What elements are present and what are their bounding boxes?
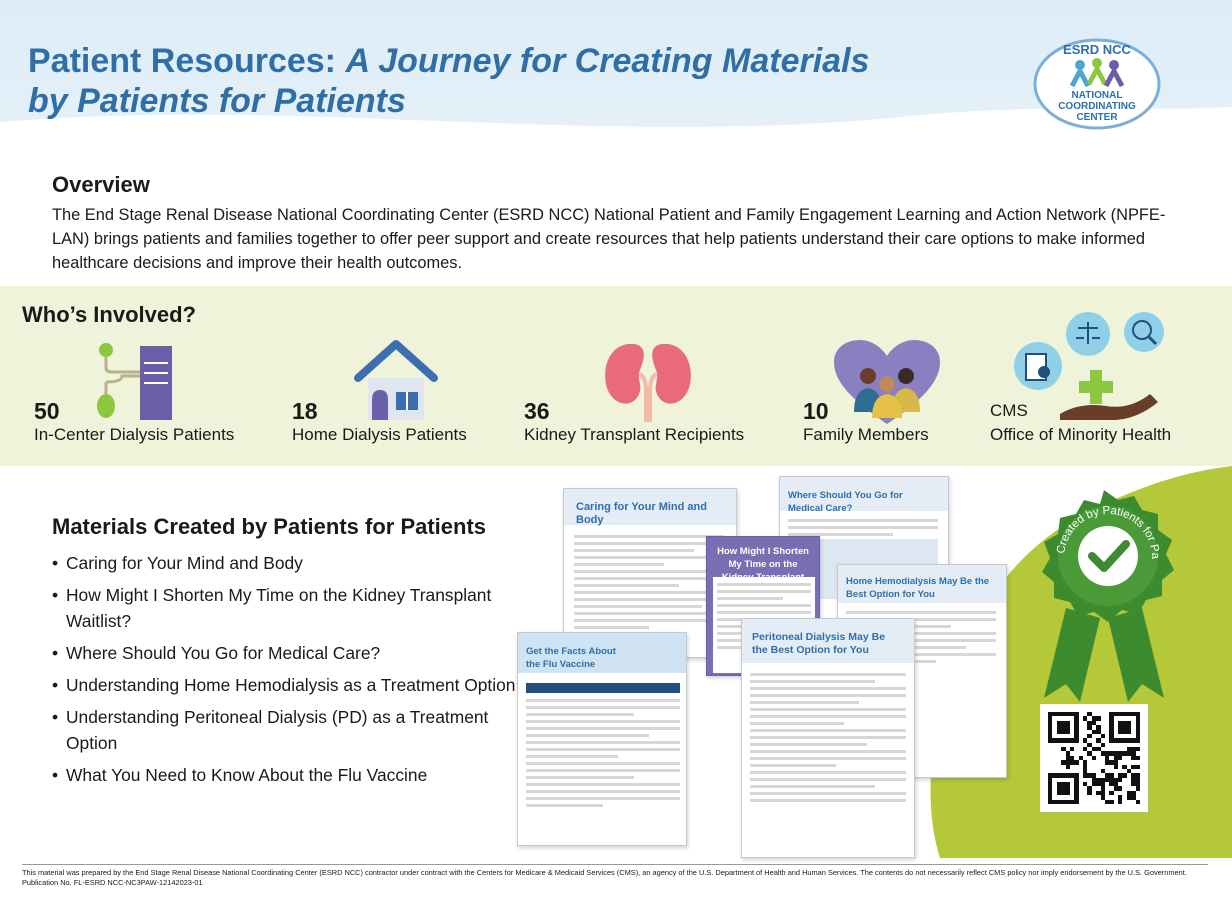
overview-section: Overview The End Stage Renal Disease Nat… — [52, 172, 1192, 275]
created-by-patients-badge: Created by Patients for Patients — [1016, 488, 1174, 702]
whos-involved-section: Who’s Involved? — [0, 286, 1232, 466]
stat-number: 36 — [524, 398, 550, 424]
stat-kidney-transplant: 36 Kidney Transplant Recipients — [524, 398, 744, 446]
overview-heading: Overview — [52, 172, 150, 197]
qr-code-pattern — [1048, 712, 1140, 804]
stat-number: 10 — [803, 398, 829, 424]
stat-label: Kidney Transplant Recipients — [524, 425, 745, 444]
doc-table-header — [526, 683, 680, 693]
doc-title: Get the Facts About the Flu Vaccine — [526, 646, 616, 670]
materials-heading: Materials Created by Patients for Patien… — [52, 514, 487, 539]
dialysis-machine-icon — [97, 343, 172, 420]
doc-text-placeholder — [788, 519, 938, 540]
list-item: Where Should You Go for Medical Care? — [52, 640, 522, 666]
stat-label: Home Dialysis Patients — [292, 425, 467, 444]
esrd-ncc-logo: ESRD NCC NATIONAL COORDINATING CENTER — [1033, 38, 1161, 130]
doc-thumbnail-flu: Get the Facts About the Flu Vaccine — [517, 632, 687, 846]
list-item: How Might I Shorten My Time on the Kidne… — [52, 582, 522, 634]
stat-number: CMS — [990, 401, 1028, 420]
doc-title: Home Hemodialysis May Be the Best Option… — [846, 576, 990, 600]
overview-body: The End Stage Renal Disease National Coo… — [52, 206, 1166, 272]
stat-cms-omh: CMS Office of Minority Health — [990, 398, 1171, 446]
health-equity-icon — [1014, 312, 1164, 420]
footer-divider — [22, 864, 1208, 865]
stat-in-center-dialysis: 50 In-Center Dialysis Patients — [34, 398, 234, 446]
svg-text:ESRD NCC: ESRD NCC — [1063, 42, 1132, 57]
footer-publication-number: Publication No. FL-ESRD NCC-NC3PAW-12142… — [22, 878, 203, 887]
header-wave-decoration — [0, 107, 1232, 145]
stat-family-members: 10 Family Members — [803, 398, 929, 446]
svg-text:NATIONAL: NATIONAL — [1072, 90, 1123, 101]
svg-text:CENTER: CENTER — [1076, 112, 1118, 123]
header-banner: Patient Resources: A Journey for Creatin… — [0, 0, 1232, 145]
list-item: Understanding Home Hemodialysis as a Tre… — [52, 672, 522, 698]
footer-disclaimer-text: This material was prepared by the End St… — [22, 868, 1187, 877]
kidneys-icon — [605, 343, 691, 422]
stat-number: 50 — [34, 398, 60, 424]
stat-number: 18 — [292, 398, 318, 424]
stat-label: Office of Minority Health — [990, 425, 1172, 444]
svg-text:COORDINATING: COORDINATING — [1058, 101, 1136, 112]
stat-label: Family Members — [803, 425, 929, 444]
list-item: Understanding Peritoneal Dialysis (PD) a… — [52, 704, 522, 756]
materials-list: Caring for Your Mind and Body How Might … — [52, 550, 522, 788]
stat-label: In-Center Dialysis Patients — [34, 425, 235, 444]
stat-home-dialysis: 18 Home Dialysis Patients — [292, 398, 467, 446]
page-title-line-2: by Patients for Patients — [28, 82, 406, 120]
house-icon — [354, 340, 438, 420]
page-title-line-1: Patient Resources: A Journey for Creatin… — [28, 42, 870, 80]
doc-title: Where Should You Go for Medical Care? — [788, 490, 903, 514]
materials-section: Materials Created by Patients for Patien… — [52, 514, 522, 794]
family-heart-icon — [834, 340, 940, 424]
whos-involved-heading: Who’s Involved? — [22, 302, 196, 327]
doc-text-placeholder — [526, 699, 680, 811]
qr-code[interactable] — [1040, 704, 1148, 812]
footer-disclaimer: This material was prepared by the End St… — [22, 868, 1212, 888]
list-item: What You Need to Know About the Flu Vacc… — [52, 762, 522, 788]
doc-text-placeholder — [574, 535, 724, 633]
doc-text-placeholder — [750, 673, 906, 806]
doc-thumbnail-pd: Peritoneal Dialysis May Be the Best Opti… — [741, 618, 915, 858]
doc-title: Peritoneal Dialysis May Be the Best Opti… — [752, 631, 886, 656]
doc-title: Caring for Your Mind and Body — [576, 501, 707, 526]
list-item: Caring for Your Mind and Body — [52, 550, 522, 576]
